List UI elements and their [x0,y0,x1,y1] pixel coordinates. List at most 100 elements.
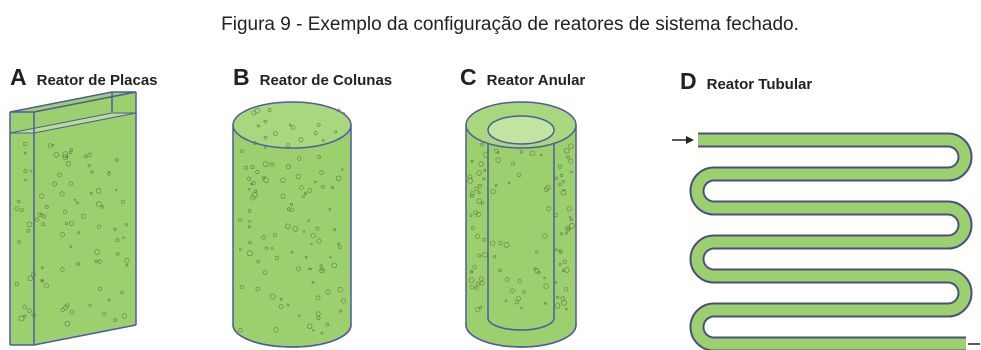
bubble [490,240,496,246]
bubble [474,186,479,192]
bubble [107,170,111,174]
bubble [308,267,311,270]
bubble [504,276,510,282]
bubble [568,158,574,164]
bubble [474,286,479,291]
bubble [562,189,565,192]
bubble [299,185,304,190]
bubble [319,264,323,268]
bubble [482,177,486,181]
bubble [514,300,519,305]
bubble [59,267,65,272]
bubble [566,227,570,231]
bubble [14,206,19,211]
bubble [238,327,243,333]
tube-liquid [691,134,971,350]
bubble [554,176,559,180]
bubble [263,145,267,149]
bubble [543,187,549,193]
bubble [121,313,128,319]
bubble [468,277,475,284]
bubble [564,225,571,232]
bubble [248,188,251,191]
bubble [543,276,546,280]
bubble [30,170,33,173]
bubble [493,255,497,259]
bubble [560,232,564,236]
bubble [280,177,286,183]
bubble [315,311,321,317]
bubble [557,182,562,187]
bubble [17,199,21,204]
bubble [240,149,244,153]
bubble [51,144,55,147]
bubble [477,253,482,258]
bubble [250,195,256,201]
bubble [307,323,313,329]
bubble [467,178,473,184]
bubble [494,148,499,153]
plate-reactor-bubbles [14,141,130,327]
bubble [94,249,100,255]
bubble [269,293,276,300]
bubble [256,124,260,128]
bubble [87,164,91,168]
bubble [18,315,25,322]
bubble [254,108,260,114]
bubble [566,155,570,159]
bubble [19,208,24,213]
bubble [560,189,567,196]
bubble [516,296,522,301]
bubble [45,205,49,209]
bubble [469,284,475,290]
bubble [267,108,272,112]
bubble [60,232,65,237]
bubble [273,327,279,333]
annular-reactor-bubbles [467,142,575,313]
bubble [310,242,313,246]
bubble [247,250,253,257]
bubble [26,221,33,228]
bubble [263,177,269,183]
bubble [290,125,296,130]
bubble [319,267,325,274]
inlet-arrow-head [686,136,694,144]
bubble [494,184,498,187]
column-reactor-top [232,101,352,149]
bubble [490,188,496,195]
bubble [95,187,102,194]
bubble [62,154,69,160]
bubble [115,238,120,243]
bubble [470,270,474,274]
bubble [302,195,305,198]
bubble [340,298,346,304]
bubble [477,191,481,194]
bubble [243,165,248,170]
bubble [557,164,562,169]
bubble [540,153,543,157]
column-reactor-bubbles [238,108,346,335]
bubble [568,143,574,149]
bubble [543,283,549,289]
bubble [558,250,562,253]
bubble [289,207,294,212]
bubble [75,201,79,205]
bubble [337,242,341,246]
bubble [60,307,65,313]
annular-reactor-inner-cylinder [487,115,555,145]
bubble [331,262,337,269]
bubble [483,168,487,172]
bubble [475,234,480,239]
bubble [98,286,103,291]
bubble [264,246,269,251]
panel-a-letter: A [10,64,27,90]
bubble [476,170,482,176]
bubble [290,202,294,206]
bubble [329,256,332,259]
bubble [325,322,330,327]
bubble [41,222,46,227]
bubble [469,214,473,217]
bubble [23,169,28,174]
bubble [27,308,32,314]
